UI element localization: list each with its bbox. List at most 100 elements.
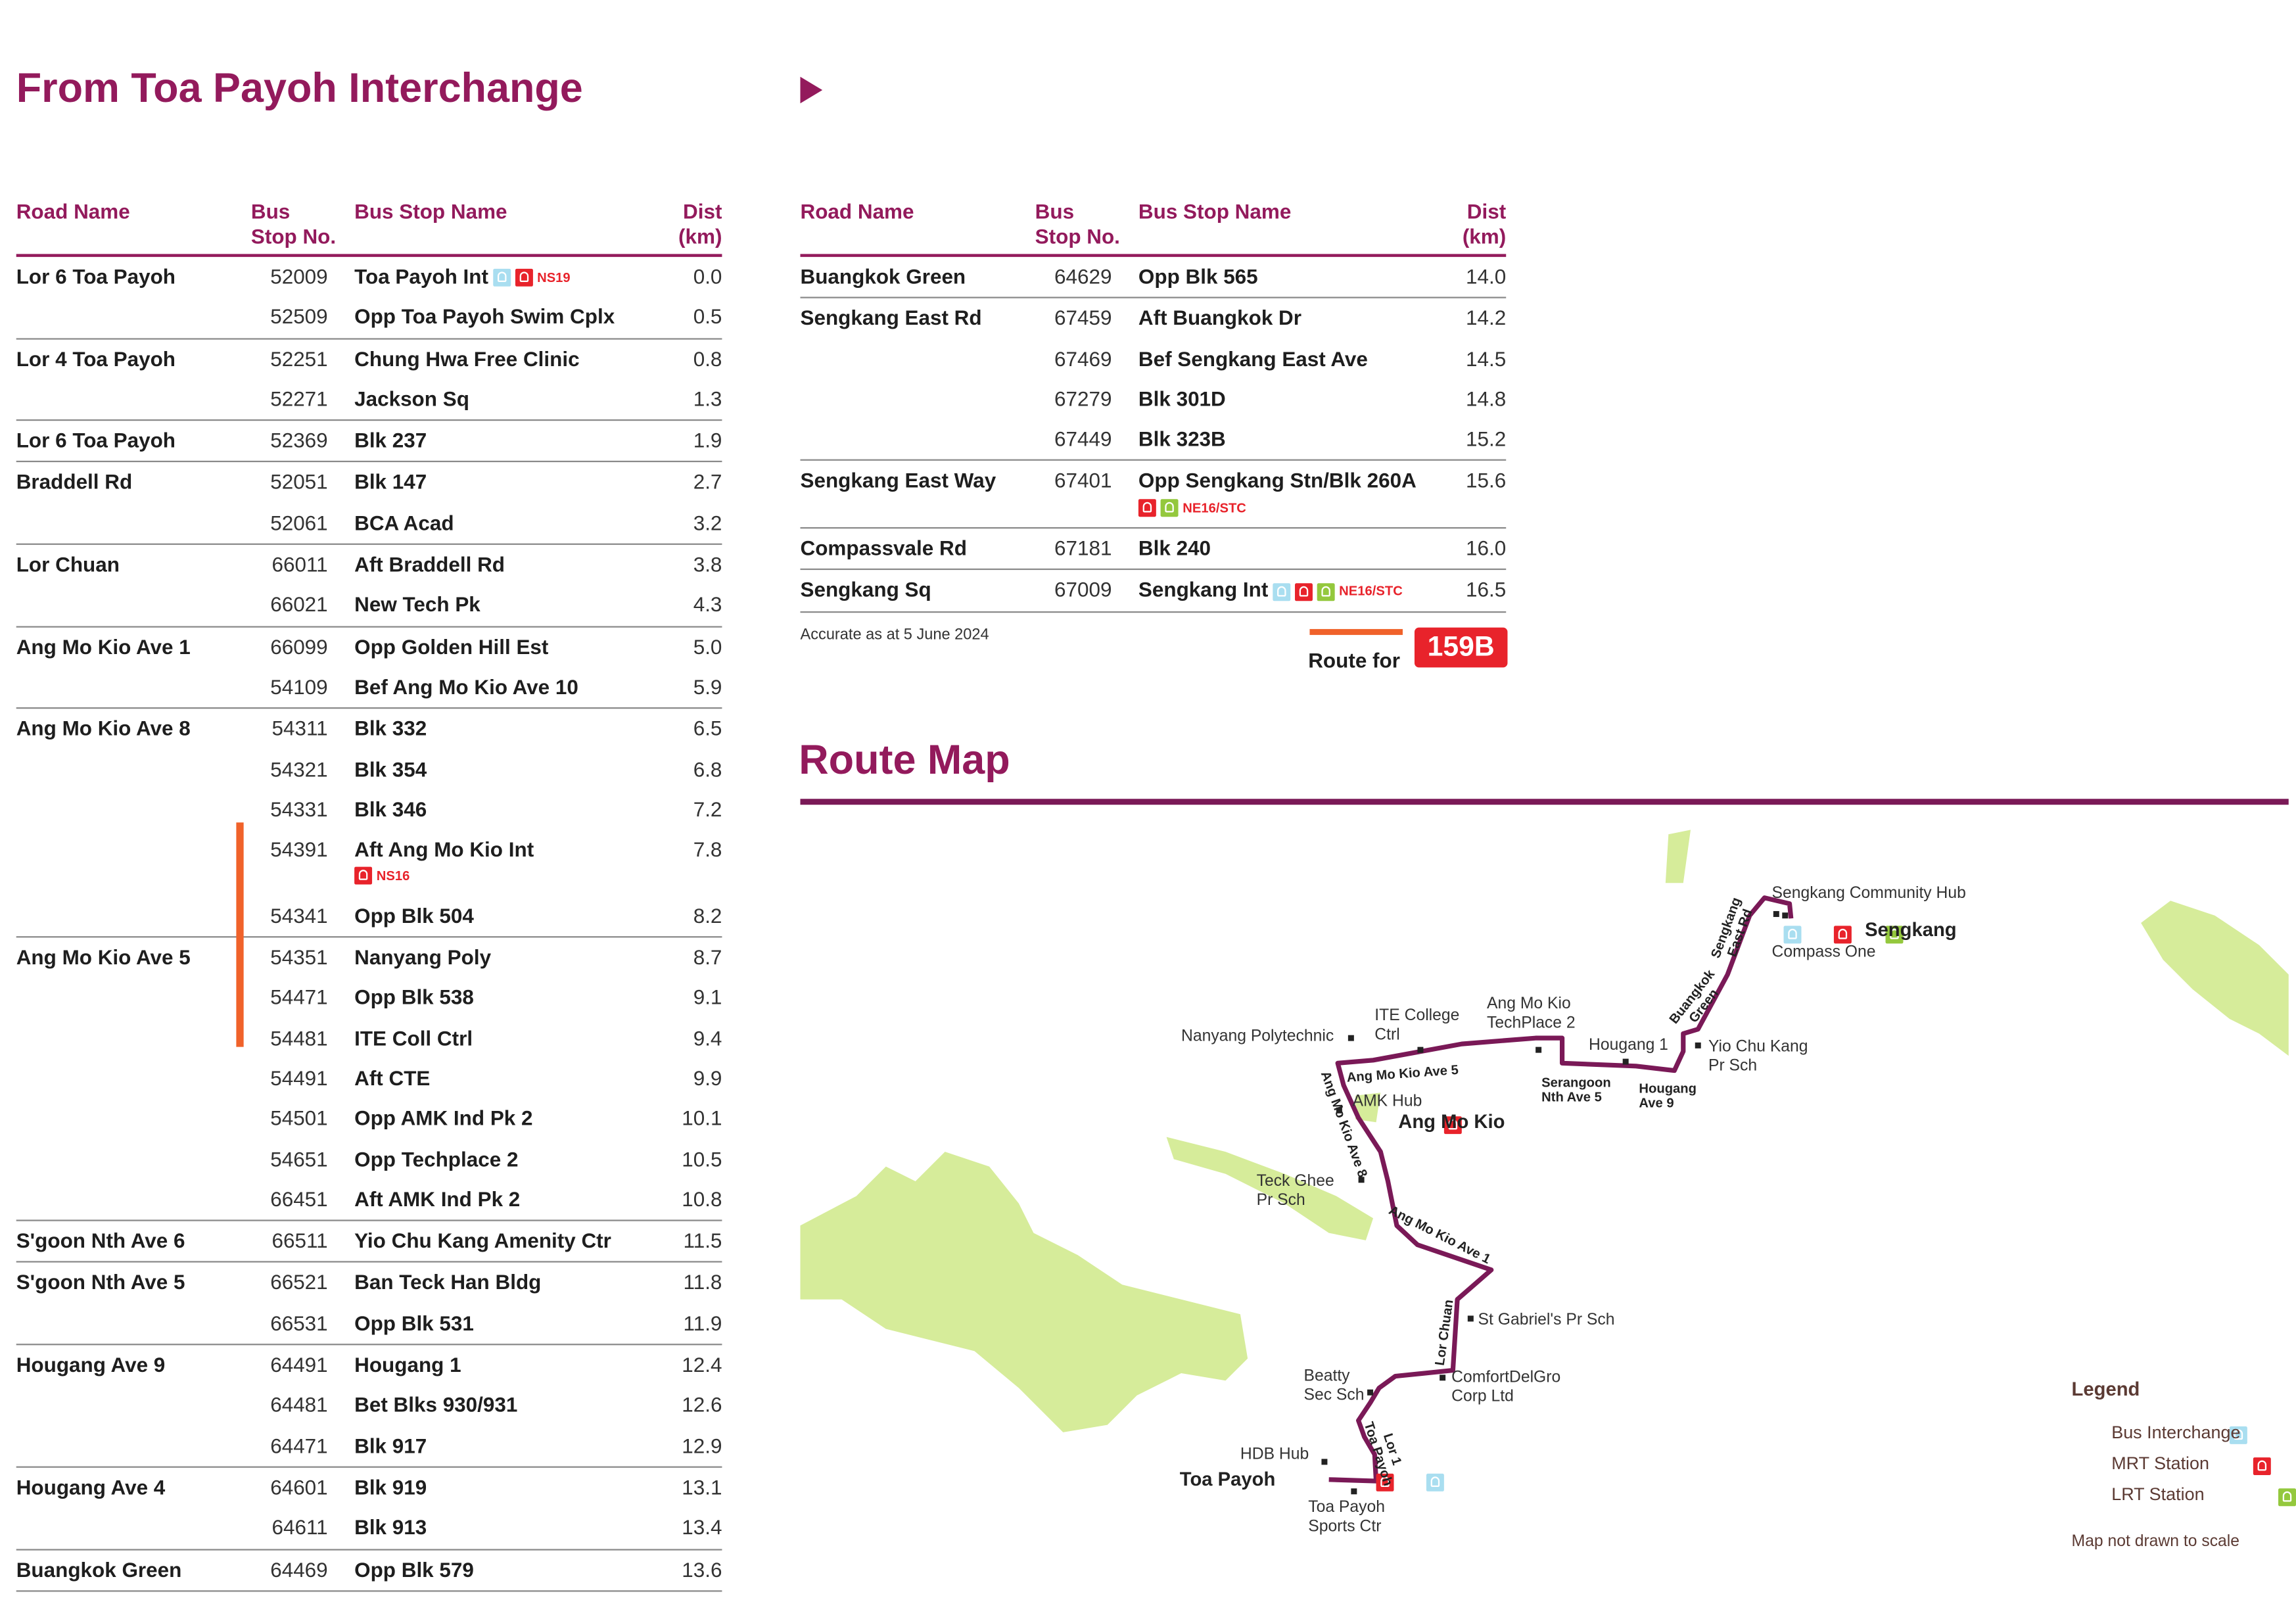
map-label-line: Beatty xyxy=(1303,1367,1350,1386)
header-dist-line2: (km) xyxy=(1462,224,1507,248)
bus-stop-name-cell: Bet Blks 930/931 xyxy=(328,1386,648,1426)
bus-stop-name-cell: Nanyang Poly xyxy=(328,938,648,978)
bus-stop-name-cell: Blk 240 xyxy=(1112,529,1432,569)
bus-stop-name: Blk 917 xyxy=(354,1433,427,1457)
bus-stop-number: 54311 xyxy=(271,717,328,740)
bus-stop-name-cell: Aft Braddell Rd xyxy=(328,545,648,585)
bus-stop-name: Opp Techplace 2 xyxy=(354,1146,519,1171)
distance-km: 3.8 xyxy=(693,552,722,576)
distance-km: 16.0 xyxy=(1466,536,1507,560)
map-station-label: Toa Payoh xyxy=(1179,1467,1276,1490)
green-area-reservoir xyxy=(800,1152,1248,1432)
distance-km: 1.3 xyxy=(693,387,722,411)
road-name: Sengkang Sq xyxy=(800,578,931,602)
bus-stop-number: 64629 xyxy=(1054,264,1112,289)
distance-km: 0.0 xyxy=(693,264,722,289)
stop-marker xyxy=(1417,1047,1424,1053)
distance-km: 5.0 xyxy=(693,634,722,659)
bus-stop-name: Blk 913 xyxy=(354,1515,427,1540)
mrt-station-icon xyxy=(1294,582,1313,601)
bus-stop-name: Blk 919 xyxy=(354,1474,427,1499)
bus-stop-name: Blk 354 xyxy=(354,757,427,781)
bus-stop-number: 52271 xyxy=(270,387,328,411)
station-code: NE16/STC xyxy=(1183,500,1246,515)
map-label: Hougang 1 xyxy=(1589,1036,1668,1054)
bus-stop-name: Aft Ang Mo Kio Int xyxy=(354,837,534,861)
stop-marker xyxy=(1773,910,1779,917)
map-label: AMK Hub xyxy=(1352,1093,1422,1111)
bus-stop-name-cell: BCA Acad xyxy=(328,503,648,543)
bus-stop-number: 64611 xyxy=(271,1515,328,1540)
distance-km: 13.1 xyxy=(682,1474,722,1499)
bus-stop-number: 54481 xyxy=(270,1025,328,1050)
bus-stop-name: Chung Hwa Free Clinic xyxy=(354,346,580,370)
bus-stop-name-cell: Opp Techplace 2 xyxy=(328,1139,648,1179)
lrt-station-icon xyxy=(1317,582,1335,601)
map-label-line: Pr Sch xyxy=(1256,1191,1305,1210)
header-road-name: Road Name xyxy=(16,199,130,223)
bus-stop-name-cell: ITE Coll Ctrl xyxy=(328,1018,648,1058)
distance-km: 14.8 xyxy=(1466,387,1507,411)
bus-stop-number: 66511 xyxy=(271,1229,328,1253)
header-stop-name: Bus Stop Name xyxy=(354,199,507,223)
bus-stop-number: 52009 xyxy=(270,264,328,289)
bus-stop-number: 64601 xyxy=(270,1474,328,1499)
mrt-station-icon xyxy=(2253,1457,2272,1475)
mrt-station-icon xyxy=(1444,1116,1463,1134)
road-name: Braddell Rd xyxy=(16,470,133,494)
next-page-arrow-icon[interactable] xyxy=(800,76,823,104)
bus-stop-name-cell: Blk 237 xyxy=(328,421,648,461)
bus-stop-number: 54391 xyxy=(270,837,328,861)
header-stop-no-line2: Stop No. xyxy=(250,224,337,248)
legend-title: Legend xyxy=(2071,1377,2140,1400)
bus-stop-name-cell: Blk 354 xyxy=(328,749,648,789)
header-stop-no-line2: Stop No. xyxy=(1035,224,1120,248)
route-line xyxy=(1328,895,1794,1484)
bus-stop-number: 54491 xyxy=(270,1066,328,1090)
page-title: From Toa Payoh Interchange xyxy=(16,64,583,111)
bus-stop-name-cell: Blk 301D xyxy=(1112,379,1432,419)
map-label: St Gabriel's Pr Sch xyxy=(1478,1311,1615,1329)
bus-stop-name: Opp Blk 579 xyxy=(354,1557,474,1581)
mrt-station-icon xyxy=(1834,925,1852,943)
bus-stop-name-cell: Opp Blk 531 xyxy=(328,1304,648,1344)
stop-marker xyxy=(1467,1315,1474,1322)
map-label-line: ITE College xyxy=(1374,1006,1460,1025)
bus-stop-name-cell: Blk 332 xyxy=(328,709,648,749)
road-name: Hougang Ave 9 xyxy=(16,1352,166,1376)
bus-stop-name: Opp Toa Payoh Swim Cplx xyxy=(354,304,615,329)
bus-stop-name: Ban Teck Han Bldg xyxy=(354,1270,542,1294)
stop-marker xyxy=(1440,1375,1446,1381)
bus-stop-number: 52051 xyxy=(270,470,328,494)
map-label: HDB Hub xyxy=(1240,1446,1309,1464)
stop-marker xyxy=(1782,912,1789,919)
bus-stop-name-cell: Opp AMK Ind Pk 2 xyxy=(328,1099,648,1139)
route-map-divider xyxy=(800,799,2289,805)
stop-marker xyxy=(1321,1459,1328,1465)
